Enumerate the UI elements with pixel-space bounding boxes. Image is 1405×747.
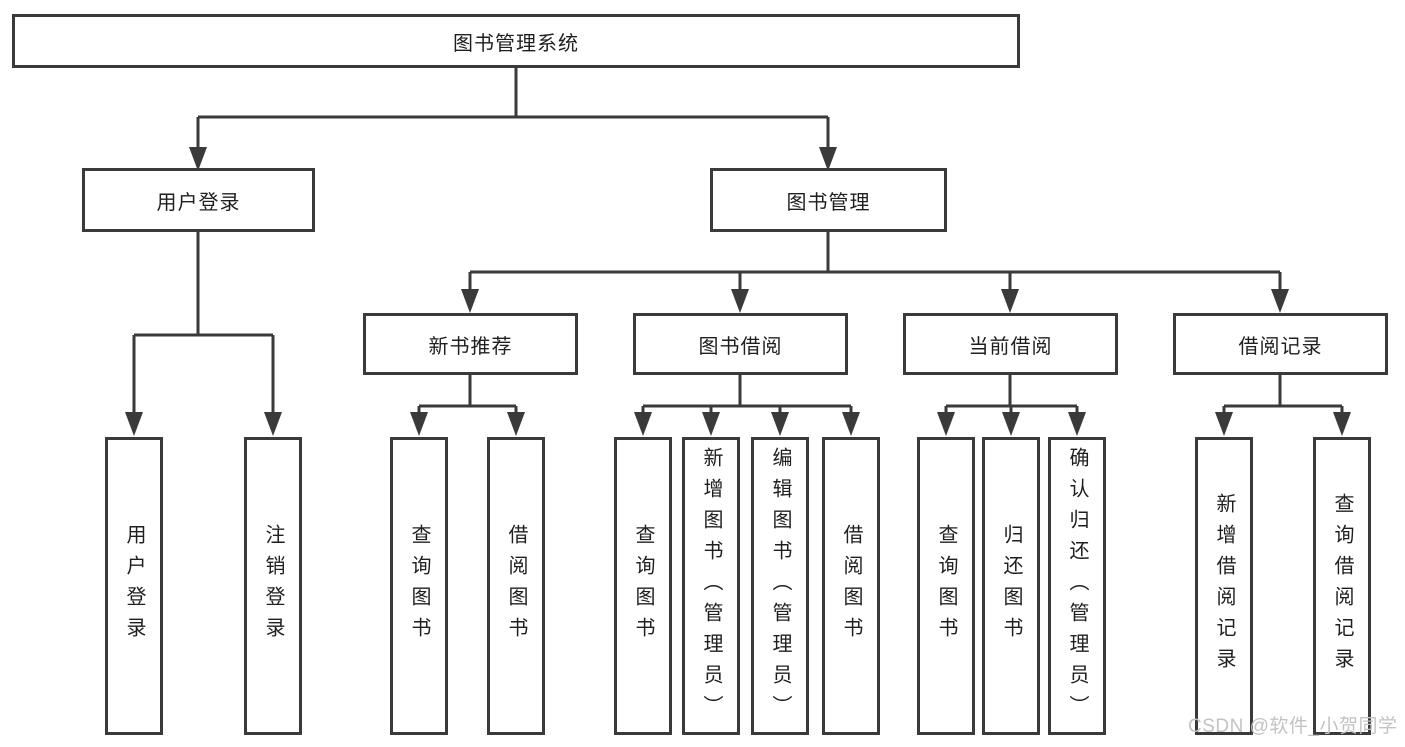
- arrowheads: [125, 147, 1351, 436]
- connector-user-login-to-leaves: [132, 232, 275, 426]
- arrow-down-icon: [410, 412, 428, 436]
- leaf-confirm-return-admin: 确认归还（管理员）: [1048, 437, 1106, 735]
- leaf-query-books-1: 查询图书: [390, 437, 448, 735]
- connector-borrow-records-to-leaves: [1222, 375, 1344, 426]
- node-label: 编辑图书（管理员）: [769, 446, 791, 726]
- connector-book-management-to-level3: [468, 232, 1282, 303]
- node-label: 图书管理: [786, 191, 871, 214]
- node-label: 用户登录: [123, 524, 145, 648]
- node-borrow-records: 借阅记录: [1173, 313, 1388, 375]
- node-book-borrowing: 图书借阅: [633, 313, 848, 375]
- leaf-user-login: 用户登录: [105, 437, 163, 735]
- arrow-down-icon: [125, 412, 143, 436]
- connector-book-borrowing-to-leaves: [641, 375, 853, 426]
- arrow-down-icon: [1215, 412, 1233, 436]
- node-label: 借阅图书: [840, 524, 862, 648]
- arrow-down-icon: [819, 147, 837, 171]
- node-label: 图书借阅: [698, 335, 783, 358]
- node-label: 借阅记录: [1238, 335, 1323, 358]
- csdn-watermark: CSDN @软件_小贺同学: [1188, 716, 1398, 737]
- node-book-management: 图书管理: [710, 168, 947, 232]
- node-label: 查询图书: [935, 524, 957, 648]
- node-label: 归还图书: [1000, 524, 1022, 648]
- leaf-edit-book-admin: 编辑图书（管理员）: [751, 437, 809, 735]
- node-library-management-system: 图书管理系统: [12, 14, 1020, 68]
- leaf-query-books-2: 查询图书: [614, 437, 672, 735]
- arrow-down-icon: [507, 412, 525, 436]
- arrow-down-icon: [1001, 289, 1019, 313]
- arrow-down-icon: [1333, 412, 1351, 436]
- arrow-down-icon: [771, 412, 789, 436]
- node-label: 图书管理系统: [453, 32, 579, 55]
- arrow-down-icon: [937, 412, 955, 436]
- node-label: 当前借阅: [968, 335, 1053, 358]
- node-label: 新增借阅记录: [1213, 493, 1235, 679]
- node-label: 注销登录: [262, 524, 284, 648]
- arrow-down-icon: [634, 412, 652, 436]
- node-label: 查询借阅记录: [1331, 493, 1353, 679]
- arrow-down-icon: [1002, 412, 1020, 436]
- node-label: 确认归还（管理员）: [1066, 446, 1088, 726]
- arrow-down-icon: [842, 412, 860, 436]
- connector-root-to-level2: [196, 68, 830, 162]
- node-label: 用户登录: [156, 191, 241, 214]
- leaf-add-book-admin: 新增图书（管理员）: [682, 437, 740, 735]
- arrow-down-icon: [1271, 289, 1289, 313]
- node-user-login: 用户登录: [82, 168, 315, 232]
- arrow-down-icon: [1068, 412, 1086, 436]
- node-label: 查询图书: [632, 524, 654, 648]
- leaf-query-borrow-record: 查询借阅记录: [1313, 437, 1371, 735]
- arrow-down-icon: [461, 289, 479, 313]
- connector-lines: [132, 68, 1344, 426]
- leaf-return-books: 归还图书: [982, 437, 1040, 735]
- node-new-book-recommend: 新书推荐: [363, 313, 578, 375]
- node-label: 新书推荐: [428, 335, 513, 358]
- node-label: 新增图书（管理员）: [700, 446, 722, 726]
- node-label: 查询图书: [408, 524, 430, 648]
- node-current-borrowing: 当前借阅: [903, 313, 1118, 375]
- leaf-add-borrow-record: 新增借阅记录: [1195, 437, 1253, 735]
- node-label: 借阅图书: [505, 524, 527, 648]
- connector-new-book-to-leaves: [417, 375, 518, 426]
- arrow-down-icon: [702, 412, 720, 436]
- arrow-down-icon: [731, 289, 749, 313]
- leaf-logout: 注销登录: [244, 437, 302, 735]
- leaf-query-books-3: 查询图书: [917, 437, 975, 735]
- arrow-down-icon: [264, 412, 282, 436]
- leaf-borrow-books-2: 借阅图书: [822, 437, 880, 735]
- arrow-down-icon: [189, 147, 207, 171]
- leaf-borrow-books-1: 借阅图书: [487, 437, 545, 735]
